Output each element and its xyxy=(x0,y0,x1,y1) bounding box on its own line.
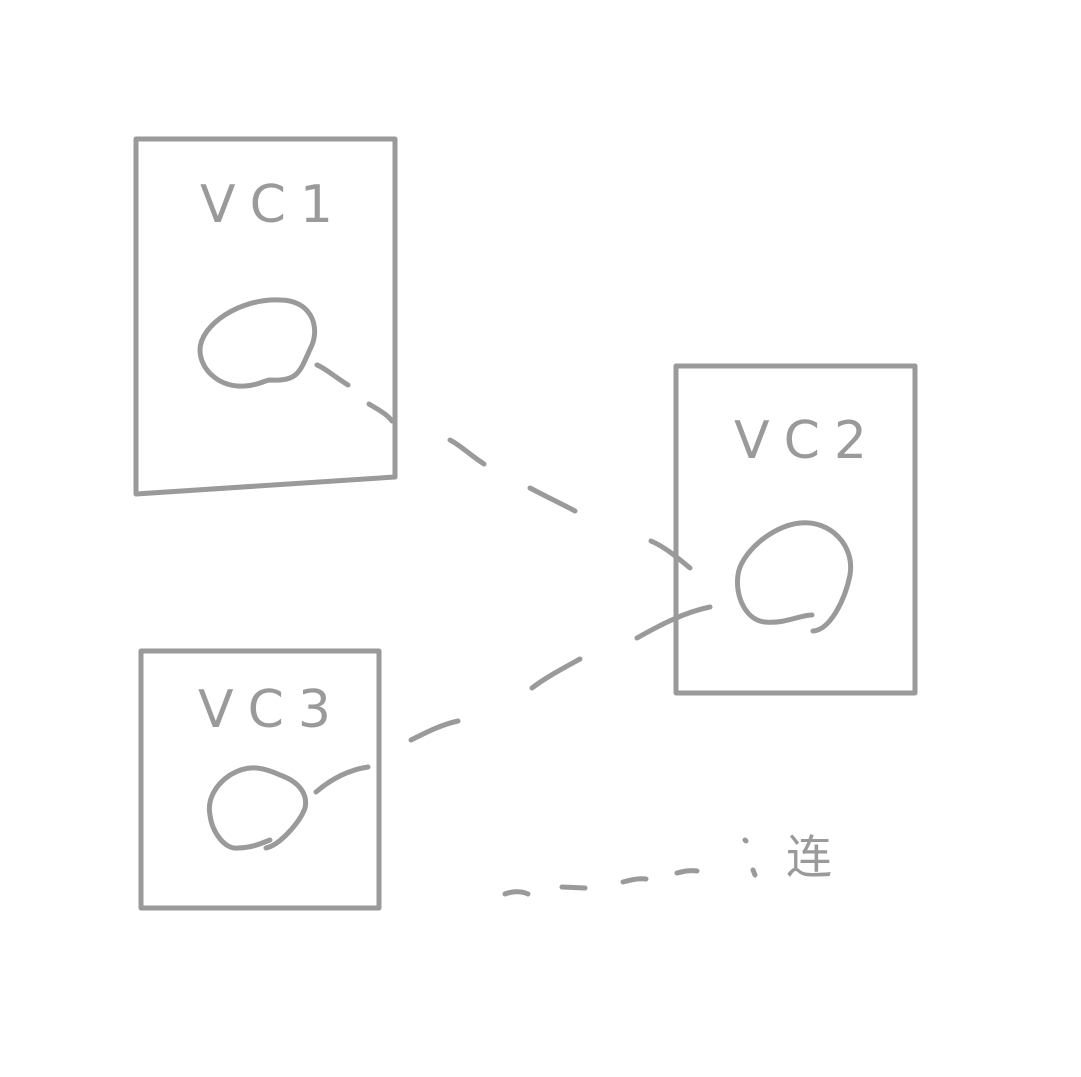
vc2-label: VC2 xyxy=(734,411,881,471)
vc2-box xyxy=(673,363,918,696)
edge-vc3-vc2 xyxy=(313,604,713,795)
edge-vc3-vc2-dash xyxy=(313,764,371,795)
edge-vc1-vc2-dash xyxy=(366,401,395,424)
edge-vc3-vc2-dash xyxy=(408,718,461,743)
edge-vc1-vc2-dash xyxy=(314,362,351,388)
edge-vc3-vc2-dash xyxy=(529,656,583,691)
edge-vc1-vc2-dash xyxy=(648,538,693,571)
vc3-box xyxy=(138,648,382,911)
legend: 连 xyxy=(502,830,832,897)
legend-dash-sample xyxy=(502,837,758,897)
vc1-loop xyxy=(197,297,318,389)
vc1-label: VC1 xyxy=(200,175,347,235)
vc3-loop xyxy=(206,765,309,851)
edge-vc1-vc2-dash xyxy=(447,437,487,467)
edge-vc3-vc2-dash xyxy=(634,604,713,641)
vc2-loop xyxy=(734,520,854,634)
legend-label: 连 xyxy=(786,830,832,884)
edge-vc1-vc2 xyxy=(314,362,693,571)
vc3-label: VC3 xyxy=(198,680,345,740)
edge-vc1-vc2-dash xyxy=(527,485,578,514)
node-vc2: VC2 xyxy=(673,363,918,696)
node-vc1: VC1 xyxy=(133,136,398,497)
vc1-box xyxy=(133,136,398,497)
node-vc3: VC3 xyxy=(138,648,382,911)
